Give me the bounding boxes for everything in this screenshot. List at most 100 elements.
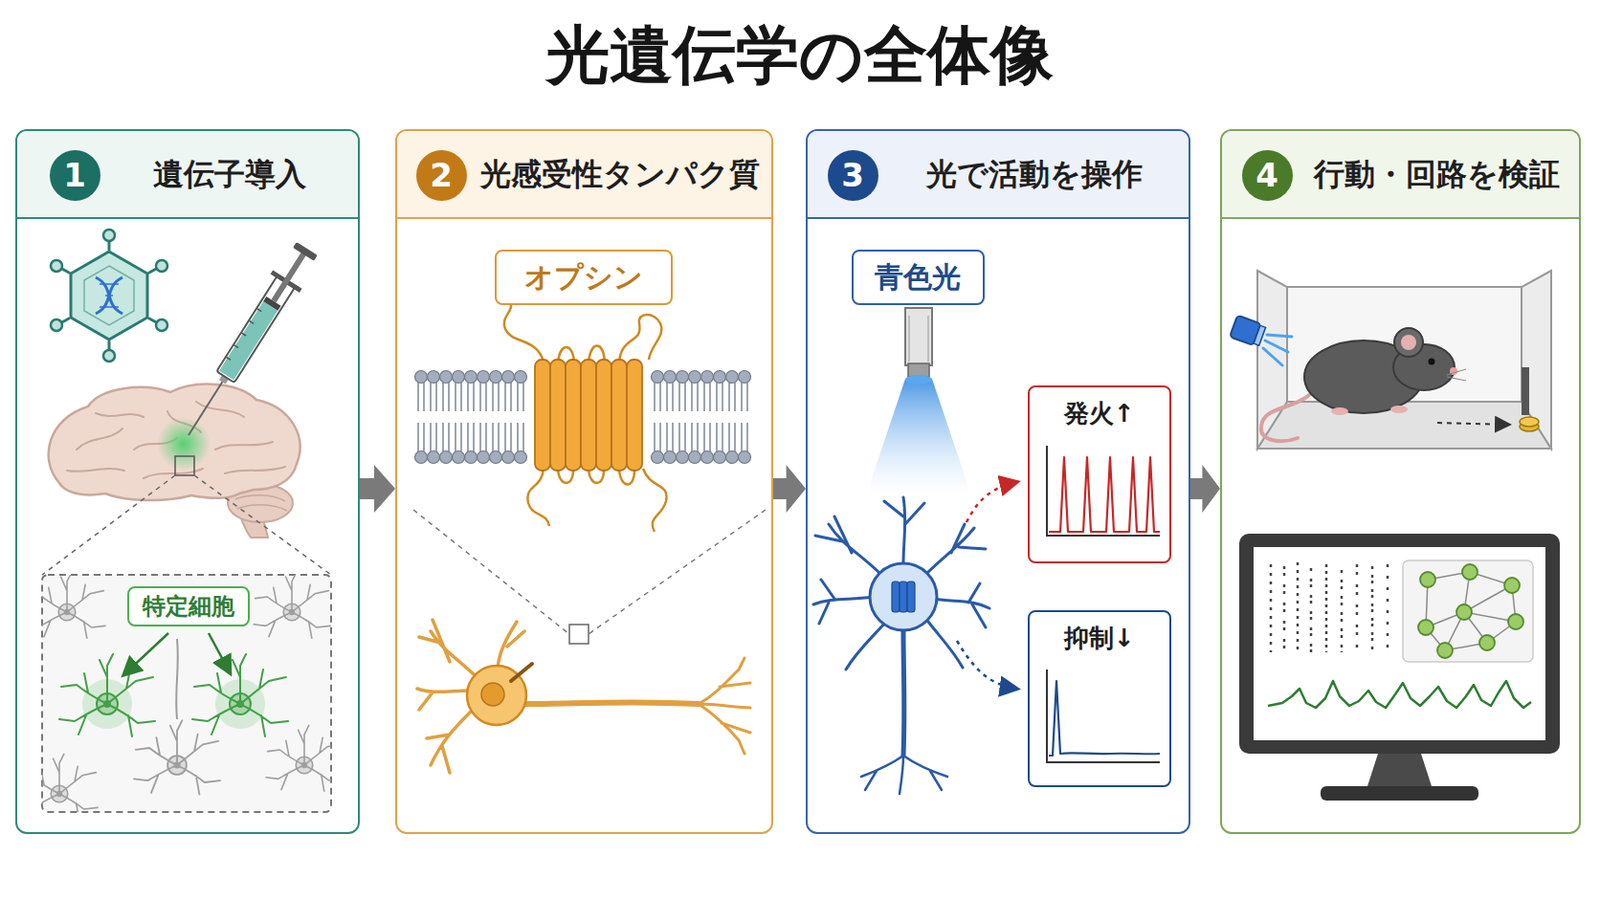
neuron-blue bbox=[813, 497, 990, 795]
behavior-cage bbox=[1229, 315, 1267, 348]
label-box: オプシン bbox=[494, 249, 673, 306]
analysis-monitor bbox=[1355, 564, 1359, 653]
node-label: 抑制↓ bbox=[1064, 623, 1135, 654]
title-area: 光遺伝学の全体像 bbox=[0, 21, 1600, 91]
membrane bbox=[502, 371, 515, 384]
analysis-monitor bbox=[1456, 604, 1472, 621]
step-number: 1 bbox=[63, 155, 87, 196]
neuron-orange bbox=[511, 664, 533, 682]
cell-zoom bbox=[42, 754, 98, 813]
analysis-monitor bbox=[1386, 564, 1390, 653]
behavior-cage bbox=[1519, 417, 1539, 427]
membrane bbox=[676, 451, 689, 465]
membrane bbox=[465, 371, 478, 384]
flow-arrow bbox=[773, 465, 806, 513]
behavior-cage bbox=[1437, 422, 1509, 425]
virus-icon bbox=[50, 229, 168, 362]
neuron-orange bbox=[522, 702, 699, 705]
virus-icon bbox=[103, 350, 115, 362]
membrane bbox=[713, 451, 727, 465]
inhibit-pointer bbox=[956, 641, 1017, 689]
membrane bbox=[489, 451, 503, 465]
light-fiber bbox=[908, 363, 930, 378]
step-heading: 行動・回路を検証 bbox=[1313, 155, 1560, 193]
cell-zoom bbox=[133, 720, 221, 795]
membrane bbox=[418, 382, 524, 412]
brain bbox=[66, 401, 286, 479]
membrane bbox=[452, 371, 466, 384]
brain bbox=[156, 417, 211, 471]
behavior-cage bbox=[1229, 270, 1552, 449]
neuron-blue bbox=[891, 581, 900, 613]
membrane bbox=[651, 451, 665, 465]
step-heading: 光感受性タンパク質 bbox=[480, 155, 760, 193]
membrane bbox=[664, 451, 677, 465]
opsin-protein bbox=[534, 359, 643, 471]
light-fiber bbox=[866, 308, 971, 493]
membrane bbox=[688, 451, 702, 465]
neuron-orange bbox=[481, 683, 505, 707]
analysis-monitor bbox=[1437, 643, 1453, 659]
analysis-monitor bbox=[1504, 577, 1520, 594]
analysis-monitor bbox=[1508, 614, 1524, 630]
cell-zoom bbox=[124, 633, 169, 675]
opsin-protein bbox=[626, 359, 643, 471]
membrane bbox=[651, 371, 665, 384]
virus-icon bbox=[95, 277, 123, 314]
virus-icon bbox=[155, 319, 168, 332]
neuron-blue bbox=[891, 581, 915, 613]
opsin-protein bbox=[504, 298, 663, 362]
membrane bbox=[654, 382, 748, 412]
syringe bbox=[188, 377, 226, 436]
result-box: 発火↑ bbox=[1027, 385, 1172, 564]
membrane bbox=[738, 371, 752, 384]
analysis-monitor bbox=[1296, 562, 1300, 653]
membrane bbox=[477, 371, 490, 384]
label-box: 青色光 bbox=[851, 249, 985, 306]
membrane bbox=[440, 451, 453, 465]
neuron-orange bbox=[417, 620, 751, 774]
step-heading: 遺伝子導入 bbox=[153, 155, 307, 193]
cell-zoom bbox=[192, 654, 289, 737]
cell-zoom bbox=[208, 633, 230, 673]
node-label: 発火↑ bbox=[1064, 399, 1135, 429]
analysis-monitor bbox=[1320, 786, 1479, 801]
analysis-monitor bbox=[1283, 566, 1287, 653]
step-panel: 行動・回路を検証4 bbox=[1220, 129, 1581, 835]
opsin-protein bbox=[527, 468, 667, 533]
syringe bbox=[219, 301, 278, 380]
step-panel: 光で活動を操作 3 青色光発火↑ 抑制↓ bbox=[805, 129, 1191, 835]
cell-zoom bbox=[59, 654, 156, 737]
membrane bbox=[701, 371, 714, 384]
analysis-monitor bbox=[1253, 547, 1546, 741]
analysis-monitor bbox=[1340, 570, 1344, 653]
step-heading: 光で活動を操作 bbox=[926, 155, 1143, 193]
cell-zoom bbox=[253, 575, 331, 639]
membrane bbox=[418, 422, 524, 452]
brain bbox=[235, 495, 288, 512]
syringe bbox=[174, 239, 322, 445]
membrane bbox=[452, 451, 466, 465]
step-number-badge: 1 bbox=[49, 150, 101, 201]
step-panel: 遺伝子導入 1 特定細胞 bbox=[15, 129, 360, 835]
virus-icon bbox=[84, 266, 134, 326]
membrane bbox=[514, 371, 528, 384]
membrane bbox=[664, 371, 677, 384]
membrane bbox=[726, 451, 739, 465]
opsin-protein bbox=[611, 359, 627, 471]
behavior-cage bbox=[1400, 334, 1417, 351]
step-number: 3 bbox=[841, 155, 865, 196]
node-label: 特定細胞 bbox=[142, 593, 235, 622]
behavior-cage bbox=[1261, 392, 1313, 442]
membrane bbox=[477, 451, 490, 465]
analysis-monitor bbox=[1239, 533, 1560, 801]
membrane bbox=[427, 451, 441, 465]
light-fiber bbox=[909, 315, 929, 362]
opsin-protein bbox=[550, 359, 566, 471]
virus-icon bbox=[50, 260, 63, 272]
analysis-monitor bbox=[1420, 572, 1436, 588]
spike-trace-inhibit bbox=[1046, 669, 1160, 763]
neuron-orange bbox=[698, 658, 751, 755]
opsin-protein bbox=[565, 359, 581, 471]
cell-zoom bbox=[266, 725, 332, 792]
